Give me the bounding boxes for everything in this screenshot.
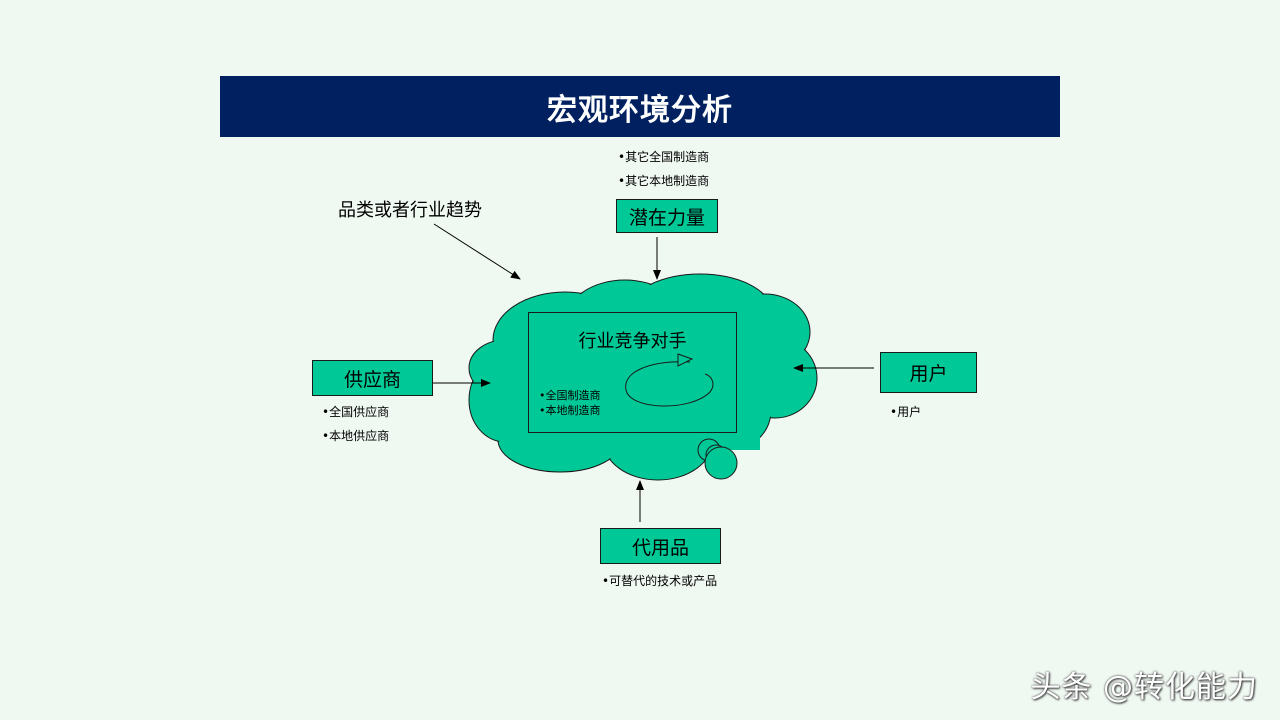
list-item: •其它本地制造商 [618,174,710,188]
substitute-label: 代用品 [631,536,689,559]
competitor-title: 行业竞争对手 [578,331,687,352]
list-item: •本地供应商 [322,429,390,443]
competitor-box: 行业竞争对手 •全国制造商 •本地制造商 [528,312,737,433]
list-item: •全国供应商 [322,405,390,419]
page-title-text: 宏观环境分析 [547,92,733,128]
user-bullets: •用户 [890,400,921,424]
substitute-bullets: •可替代的技术或产品 [602,569,717,593]
supplier-box: 供应商 [312,360,433,396]
potential-label: 潜在力量 [628,206,705,229]
watermark: 头条 @转化能力 [1030,670,1258,705]
page-title: 宏观环境分析 [220,76,1060,137]
user-box: 用户 [880,352,977,393]
trend-arrow [433,223,521,280]
supplier-label: 供应商 [343,368,401,391]
list-item: •可替代的技术或产品 [602,574,718,588]
cycle-arrow-icon [625,353,714,407]
list-item: •全国制造商 [539,389,601,402]
supplier-bullets: •全国供应商 •本地供应商 [322,400,389,448]
list-item: •本地制造商 [539,404,601,417]
potential-bullets: •其它全国制造商 •其它本地制造商 [618,145,709,193]
potential-box: 潜在力量 [616,199,718,233]
trend-label: 品类或者行业趋势 [338,200,482,221]
user-label: 用户 [909,363,948,385]
substitute-box: 代用品 [600,528,721,564]
list-item: •用户 [890,405,922,419]
list-item: •其它全国制造商 [618,150,710,164]
competitor-bullets: •全国制造商 •本地制造商 [539,388,601,418]
